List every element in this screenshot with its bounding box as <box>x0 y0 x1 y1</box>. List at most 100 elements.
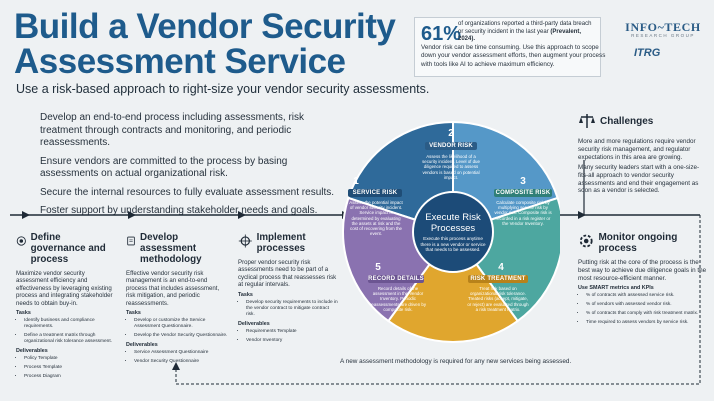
deliverables-list: Policy Template Process Template Process… <box>16 356 118 380</box>
infotech-logo-sub: RESEARCH GROUP <box>631 33 695 38</box>
intro-bullet: Foster support by understanding stakehol… <box>40 205 318 216</box>
list-item: Identify business and compliance require… <box>24 318 118 330</box>
wheel-segment <box>386 230 520 343</box>
infotech-logo: INFO~TECH <box>625 20 701 34</box>
intro-bullet: Ensure vendors are committed to the proc… <box>40 155 288 180</box>
column-methodology: Develop assessment methodology Effective… <box>126 232 230 368</box>
column-title: Develop assessment methodology <box>140 232 202 265</box>
list-item: Vendor Inventory <box>246 338 338 344</box>
segment-number: 3 <box>520 176 526 187</box>
segment-text-vendor-risk: Assess the likelihood of a security inci… <box>422 154 480 180</box>
list-item: % of vendors with assessed vendor risk. <box>586 302 708 308</box>
intro-bullets: Develop an end-to-end process including … <box>40 112 340 224</box>
methodology-icon <box>127 236 135 246</box>
deliverables-label: Deliverables <box>238 320 270 327</box>
stat-description: Vendor risk can be time consuming. Use t… <box>421 44 606 68</box>
loop-dashed-line <box>175 215 701 385</box>
segment-number: 4 <box>498 262 504 273</box>
tasks-label: Tasks <box>126 310 141 317</box>
flow-arrow-2 <box>128 211 136 219</box>
segment-label-composite-risk: COMPOSITE RISK <box>494 189 552 197</box>
tasks-label: Tasks <box>238 291 253 298</box>
column-body: Proper vendor security risk assessments … <box>238 259 337 289</box>
column-body: Effective vendor security risk managemen… <box>126 270 220 307</box>
scale-icon <box>579 114 595 128</box>
monitor-body: Putting risk at the core of the process … <box>578 259 707 282</box>
implement-icon <box>238 234 252 248</box>
deliverables-list: Service Assessment Questionnaire Vendor … <box>126 350 230 365</box>
segment-text-service-risk: Assess the potential impact of vendor se… <box>349 200 403 237</box>
challenges-title: Challenges <box>600 115 654 127</box>
list-item: Define a treatment matrix through organi… <box>24 333 118 345</box>
title-line1: Build a Vendor Security <box>14 7 396 46</box>
monitor-panel: Monitor ongoing process Putting risk at … <box>578 232 708 329</box>
list-item: Process Template <box>24 365 118 371</box>
segment-number: 5 <box>375 262 381 273</box>
tasks-list: Develop or customize the Service Assessm… <box>126 318 230 339</box>
segment-label-service-risk: SERVICE RISK <box>348 189 402 197</box>
bottom-note: A new assessment methodology is required… <box>340 358 572 365</box>
monitor-title: Monitor ongoing process <box>598 232 678 254</box>
wheel-center <box>412 191 494 273</box>
segment-number: 2 <box>448 128 454 139</box>
deliverables-label: Deliverables <box>126 342 158 349</box>
itrg-logo: ITRG <box>634 47 661 59</box>
list-item: Develop or customize the Service Assessm… <box>134 318 230 330</box>
page-subtitle: Use a risk-based approach to right-size … <box>16 82 430 96</box>
column-body: Maximize vendor security assessment effi… <box>16 270 113 307</box>
list-item: % of contracts with assessed service ris… <box>586 293 708 299</box>
title-line2: Assessment Service <box>14 42 346 81</box>
flow-arrow-5 <box>578 211 586 219</box>
tasks-label: Tasks <box>16 310 31 317</box>
challenges-body-1: More and more regulations require vendor… <box>578 138 696 161</box>
list-item: Policy Template <box>24 356 118 362</box>
column-title: Define governance and process <box>30 232 106 265</box>
stat-source: (Prevalent, 2024). <box>458 28 582 43</box>
column-governance: Define governance and process Maximize v… <box>16 232 118 383</box>
flow-arrow-1 <box>22 211 30 219</box>
segment-text-composite-risk: Calculate composite risk by multiplying … <box>494 200 552 226</box>
governance-icon <box>16 236 26 246</box>
deliverables-label: Deliverables <box>16 348 48 355</box>
column-header: Define governance and process <box>16 232 118 265</box>
segment-label-vendor-risk: VENDOR RISK <box>425 142 477 150</box>
intro-bullet: Secure the internal resources to fully e… <box>40 186 335 198</box>
tasks-list: Identify business and compliance require… <box>16 318 118 345</box>
list-item: Develop security requirements to include… <box>246 300 338 318</box>
stat-percent: 61% <box>421 23 462 45</box>
monitor-header: Monitor ongoing process <box>578 232 708 254</box>
intro-bullet: Develop an end-to-end process including … <box>40 112 305 148</box>
loop-arrow <box>172 362 180 370</box>
wheel-center-title: Execute Risk Processes <box>425 212 481 234</box>
column-title: Implement processes <box>256 232 306 254</box>
challenges-body-2: Many security leaders start with a one-s… <box>578 164 700 195</box>
deliverables-list: Requirements Template Vendor Inventory <box>238 329 338 344</box>
list-item: Service Assessment Questionnaire <box>134 350 230 356</box>
tasks-list: Develop security requirements to include… <box>238 300 338 318</box>
list-item: Process Diagram <box>24 374 118 380</box>
column-header: Develop assessment methodology <box>126 232 230 265</box>
stat-text: of organizations reported a third-party … <box>458 21 598 44</box>
list-item: Develop the Vendor Security Questionnair… <box>134 333 230 339</box>
segment-text-record-details: Record details of the assessment in the … <box>369 286 427 312</box>
flow-arrow-3 <box>238 211 246 219</box>
monitor-gear-icon <box>579 234 593 248</box>
list-item: Time required to assess vendors by servi… <box>586 320 708 326</box>
segment-label-record-details: RECORD DETAILS <box>368 275 424 283</box>
stat-box <box>414 17 601 77</box>
challenges-panel: Challenges <box>578 112 708 130</box>
stat-text-main: of organizations reported a third-party … <box>458 21 592 35</box>
page-title: Build a Vendor Security Assessment Servi… <box>14 7 396 81</box>
wheel-center-body: Execute this process anytime there is a … <box>420 236 486 253</box>
column-header: Implement processes <box>238 232 338 254</box>
list-item: Requirements Template <box>246 329 338 335</box>
challenges-header: Challenges <box>578 112 708 130</box>
list-item: Vendor Security Questionnaire <box>134 359 230 365</box>
metrics-label: Use SMART metrics and KPIs <box>578 285 654 292</box>
segment-label-risk-treatment: RISK TREATMENT <box>468 275 528 283</box>
column-implement: Implement processes Proper vendor securi… <box>238 232 338 347</box>
metrics-list: % of contracts with assessed service ris… <box>578 293 708 326</box>
list-item: % of contracts that comply with risk tre… <box>586 311 708 317</box>
segment-number: 1 <box>353 176 359 187</box>
